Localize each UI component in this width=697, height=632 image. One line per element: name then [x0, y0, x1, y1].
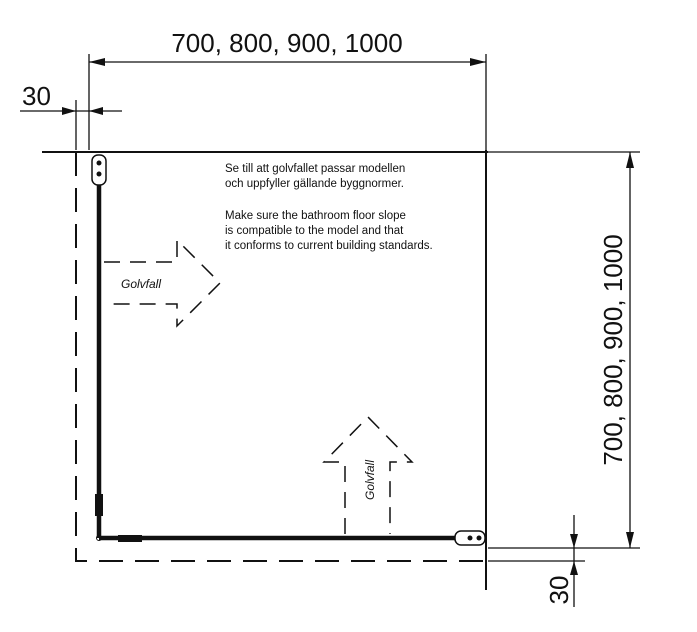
width-arrow-left: [89, 58, 105, 66]
corner-joint: [96, 535, 102, 541]
slope-arrow-left: Golvfall: [104, 238, 222, 328]
slope-arrow-bottom: Golvfall: [322, 415, 414, 534]
depth-dimension: 700, 800, 900, 1000: [488, 151, 640, 549]
depth-arrow-bottom: [626, 532, 634, 548]
installation-note: Se till att golvfallet passar modellen o…: [225, 163, 433, 252]
front-panel-seal: [118, 535, 142, 542]
note-en-line-3: it conforms to current building standard…: [225, 240, 433, 252]
bottom-wall-hinge: [454, 530, 486, 546]
slope-arrow-bottom-label: Golvfall: [363, 460, 377, 500]
bottom-offset-arrow-a: [570, 534, 578, 548]
depth-arrow-top: [626, 152, 634, 168]
width-arrow-right: [470, 58, 486, 66]
left-offset-dimension: 30: [20, 81, 122, 150]
note-en-line-2: is compatible to the model and that: [225, 225, 404, 237]
note-sv-line-2: och uppfyller gällande byggnormer.: [225, 178, 404, 190]
bottom-offset-arrow-b: [570, 561, 578, 575]
bottom-offset-dimension: 30: [488, 515, 585, 607]
width-dimension: 700, 800, 900, 1000: [88, 28, 487, 150]
bottom-offset-label: 30: [544, 576, 574, 605]
tray-outline-dashed: [75, 152, 486, 562]
slope-arrow-left-label: Golvfall: [121, 277, 161, 291]
depth-dimension-label: 700, 800, 900, 1000: [598, 234, 628, 465]
width-dimension-label: 700, 800, 900, 1000: [171, 28, 402, 58]
note-en-line-1: Make sure the bathroom floor slope: [225, 210, 406, 222]
top-wall-hinge: [91, 154, 107, 186]
left-offset-label: 30: [22, 81, 51, 111]
left-offset-arrow-b: [89, 107, 103, 115]
note-sv-line-1: Se till att golvfallet passar modellen: [225, 163, 405, 175]
left-panel-seal: [95, 494, 103, 516]
left-offset-arrow-a: [62, 107, 76, 115]
